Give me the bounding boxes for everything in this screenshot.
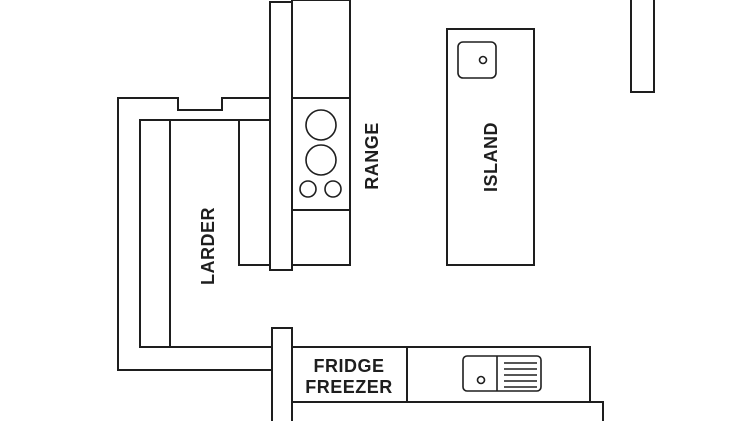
larder-label: LARDER (198, 207, 218, 285)
island-sink-drain (478, 55, 488, 65)
burner-small-left (299, 180, 317, 198)
island-label: ISLAND (481, 122, 501, 192)
bottom-wall-stub (271, 327, 293, 421)
island-sink (457, 41, 497, 79)
burner-small-right (324, 180, 342, 198)
top-right-wall (630, 0, 655, 93)
bottom-outer-wall (291, 401, 604, 421)
partition-wall (269, 1, 293, 271)
range-label: RANGE (362, 122, 382, 190)
fridge-label: FRIDGE (313, 356, 384, 376)
larder-shelf (139, 119, 171, 348)
bottom-sink-drain (476, 375, 486, 385)
burner-large-bottom (305, 144, 337, 176)
freezer-label: FREEZER (305, 377, 393, 397)
burner-large-top (305, 109, 337, 141)
bottom-sink (462, 355, 542, 392)
left-cabinet (238, 119, 271, 266)
